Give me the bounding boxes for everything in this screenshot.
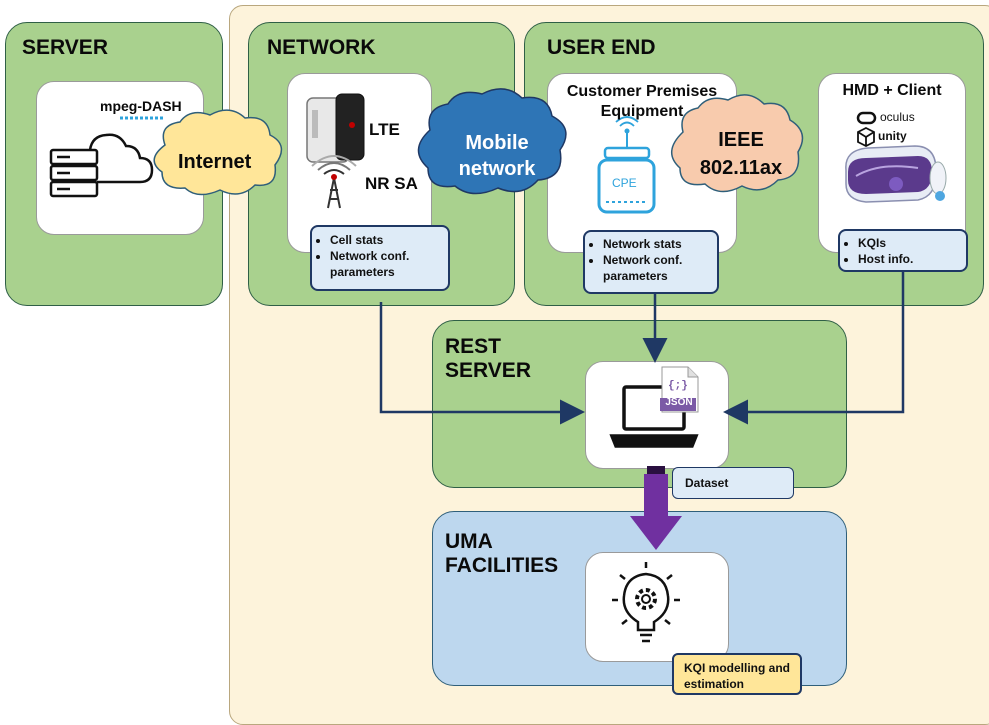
callout-item: KQIs	[858, 235, 962, 251]
unity-logo-icon	[857, 126, 875, 148]
uma-facilities-title: UMA FACILITIES	[445, 530, 559, 578]
hmd-to-rest-arrow	[723, 272, 905, 425]
vr-headset-icon	[845, 145, 947, 203]
server-title: SERVER	[22, 36, 108, 59]
hmd-title: HMD + Client	[842, 82, 942, 99]
callout-item: Host info.	[858, 251, 962, 267]
mobile-cloud-shape	[417, 88, 567, 195]
dataset-flow-arrow	[630, 466, 682, 550]
svg-text:{;}: {;}	[668, 380, 688, 392]
json-file-icon: {;}	[660, 366, 699, 413]
rest-server-section: REST SERVER	[432, 320, 847, 488]
mpeg-dash-logo: mpeg-DASH	[100, 98, 182, 114]
callout-item: Cell stats	[330, 232, 444, 248]
mobile-cloud-label: Mobile network	[458, 132, 536, 180]
lightbulb-icon	[612, 562, 680, 643]
wifi-cloud-shape	[671, 94, 804, 193]
cloud-icon	[88, 133, 154, 184]
user-end-title: USER END	[547, 36, 656, 59]
cpe-title: Customer Premises Equipment	[566, 83, 718, 120]
network-stats-callout: Cell stats Network conf. parameters	[310, 225, 450, 291]
lte-router-icon	[306, 93, 365, 163]
server-rack-icon	[49, 148, 99, 198]
nr-sa-label: NR SA	[365, 174, 418, 193]
json-label: JSON	[665, 397, 693, 408]
antenna-icon	[311, 155, 357, 209]
dataset-callout: Dataset	[672, 467, 794, 499]
uma-box	[585, 552, 729, 662]
oculus-logo-icon	[856, 111, 877, 125]
internet-cloud-label: Internet	[178, 151, 252, 173]
cpe-stats-callout: Network stats Network conf. parameters	[583, 230, 719, 294]
lte-label: LTE	[369, 120, 400, 139]
internet-cloud-shape	[153, 109, 283, 196]
callout-item: Network conf. parameters	[330, 248, 444, 280]
oculus-label: oculus	[880, 110, 915, 124]
network-title: NETWORK	[267, 36, 376, 59]
kqi-callout: KQI modelling and estimation	[672, 653, 802, 695]
wifi-cloud-label: IEEE 802.11ax	[699, 129, 783, 179]
callout-item: Network conf. parameters	[603, 252, 713, 284]
unity-label: unity	[878, 129, 907, 143]
cpe-device-icon	[597, 116, 656, 214]
callout-item: Network stats	[603, 236, 713, 252]
diagram-graphics: {;}	[49, 88, 947, 643]
gear-icon	[635, 588, 657, 610]
network-to-rest-arrow	[379, 302, 585, 425]
rest-server-title: REST SERVER	[445, 335, 531, 383]
hmd-stats-callout: KQIs Host info.	[838, 229, 968, 272]
cpe-device-label: CPE	[612, 176, 637, 190]
